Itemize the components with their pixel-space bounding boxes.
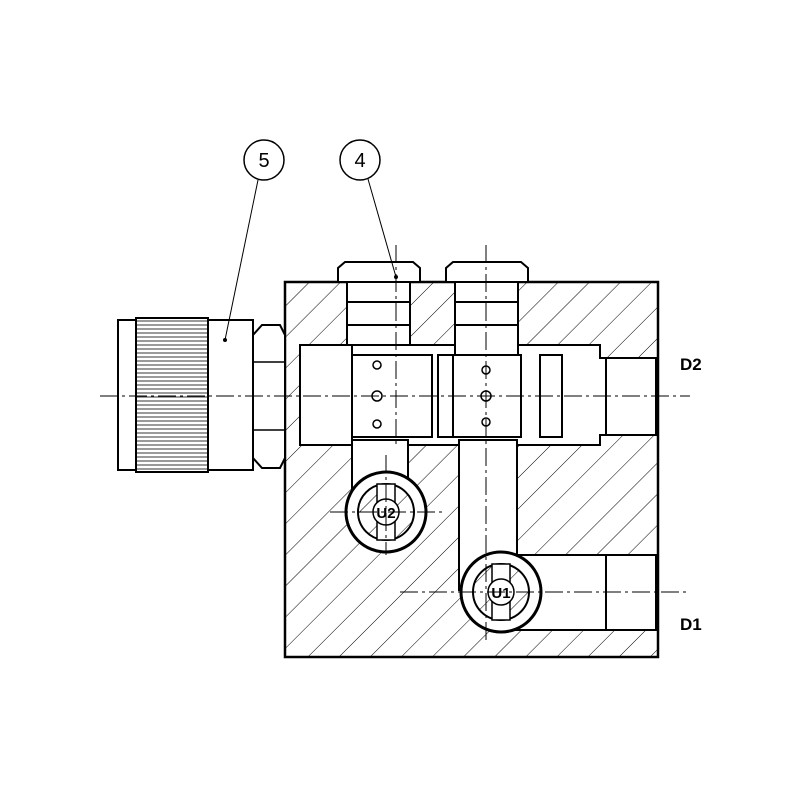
port-u2: [344, 470, 428, 554]
callout-5: 5: [224, 139, 285, 341]
adjusting-knob: [117, 317, 286, 473]
port-label-d2: D2: [680, 355, 702, 374]
callout-5-label: 5: [258, 150, 269, 172]
plug-cartridges: [337, 261, 529, 356]
callout-4-label: 4: [354, 150, 365, 172]
callout-4: 4: [339, 139, 397, 278]
port-label-d1: D1: [680, 615, 702, 634]
port-label-u1: U1: [491, 585, 510, 602]
center-lines: [100, 245, 690, 640]
port-label-u2: U2: [376, 505, 395, 522]
